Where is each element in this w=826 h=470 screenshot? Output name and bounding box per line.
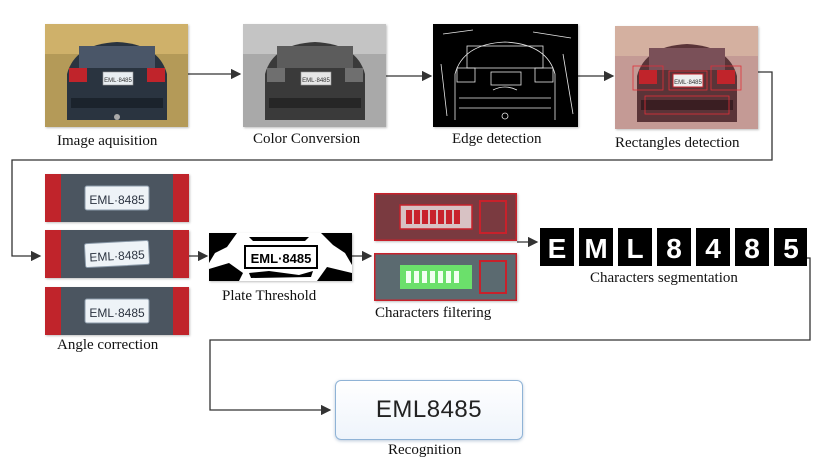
recognition-result-text: EML8485 (375, 396, 483, 423)
color-conversion-image: EML·8485 (243, 24, 386, 127)
gray-plate-text: EML·8485 (302, 78, 330, 84)
segmented-char-5: 4 (696, 228, 730, 266)
svg-text:8: 8 (666, 233, 682, 264)
plate-threshold-image: EML·8485 (209, 233, 352, 281)
label-angle-correction: Angle correction (57, 337, 159, 353)
rect-plate-text: EML·8485 (674, 80, 702, 86)
arrow-row1-to-row2 (11, 71, 773, 262)
arrow-to-recognition (209, 257, 811, 416)
recognition-result-box: EML8485 (335, 380, 523, 440)
acquisition-plate-text: EML·8485 (104, 78, 132, 84)
filtering-image-red (374, 193, 517, 241)
svg-text:M: M (584, 233, 607, 264)
segmented-char-7: 5 (774, 228, 808, 266)
rectangles-detection-image: EML·8485 (615, 26, 758, 129)
label-rectangles-detection: Rectangles detection (615, 135, 740, 151)
svg-text:5: 5 (783, 233, 799, 264)
segmented-char-4: 8 (657, 228, 691, 266)
angle-correction-image-3: EML·8485 (45, 287, 189, 335)
segmented-char-2: M (579, 228, 613, 266)
filtering-image-green (374, 253, 517, 301)
svg-text:L: L (626, 233, 643, 264)
label-edge-detection: Edge detection (452, 131, 542, 147)
segmented-char-3: L (618, 228, 652, 266)
svg-text:E: E (548, 233, 567, 264)
label-color-conversion: Color Conversion (253, 131, 361, 147)
segmented-char-1: E (540, 228, 574, 266)
angle-plate-text-2: EML·8485 (89, 248, 145, 265)
svg-text:8: 8 (744, 233, 760, 264)
label-recognition: Recognition (388, 442, 462, 458)
label-characters-segmentation: Characters segmentation (590, 270, 738, 286)
angle-plate-text-3: EML·8485 (89, 306, 145, 320)
label-image-acquisition: Image aquisition (57, 133, 158, 149)
angle-correction-image-1: EML·8485 (45, 174, 189, 222)
label-characters-filtering: Characters filtering (375, 305, 492, 321)
angle-correction-image-2: EML·8485 (45, 230, 189, 278)
svg-text:4: 4 (705, 233, 721, 264)
label-plate-threshold: Plate Threshold (222, 288, 317, 304)
acquisition-image: EML·8485 (45, 24, 188, 127)
threshold-plate-text: EML·8485 (251, 251, 312, 266)
segmented-char-6: 8 (735, 228, 769, 266)
angle-plate-text-1: EML·8485 (89, 193, 145, 207)
edge-detection-image (433, 24, 578, 127)
